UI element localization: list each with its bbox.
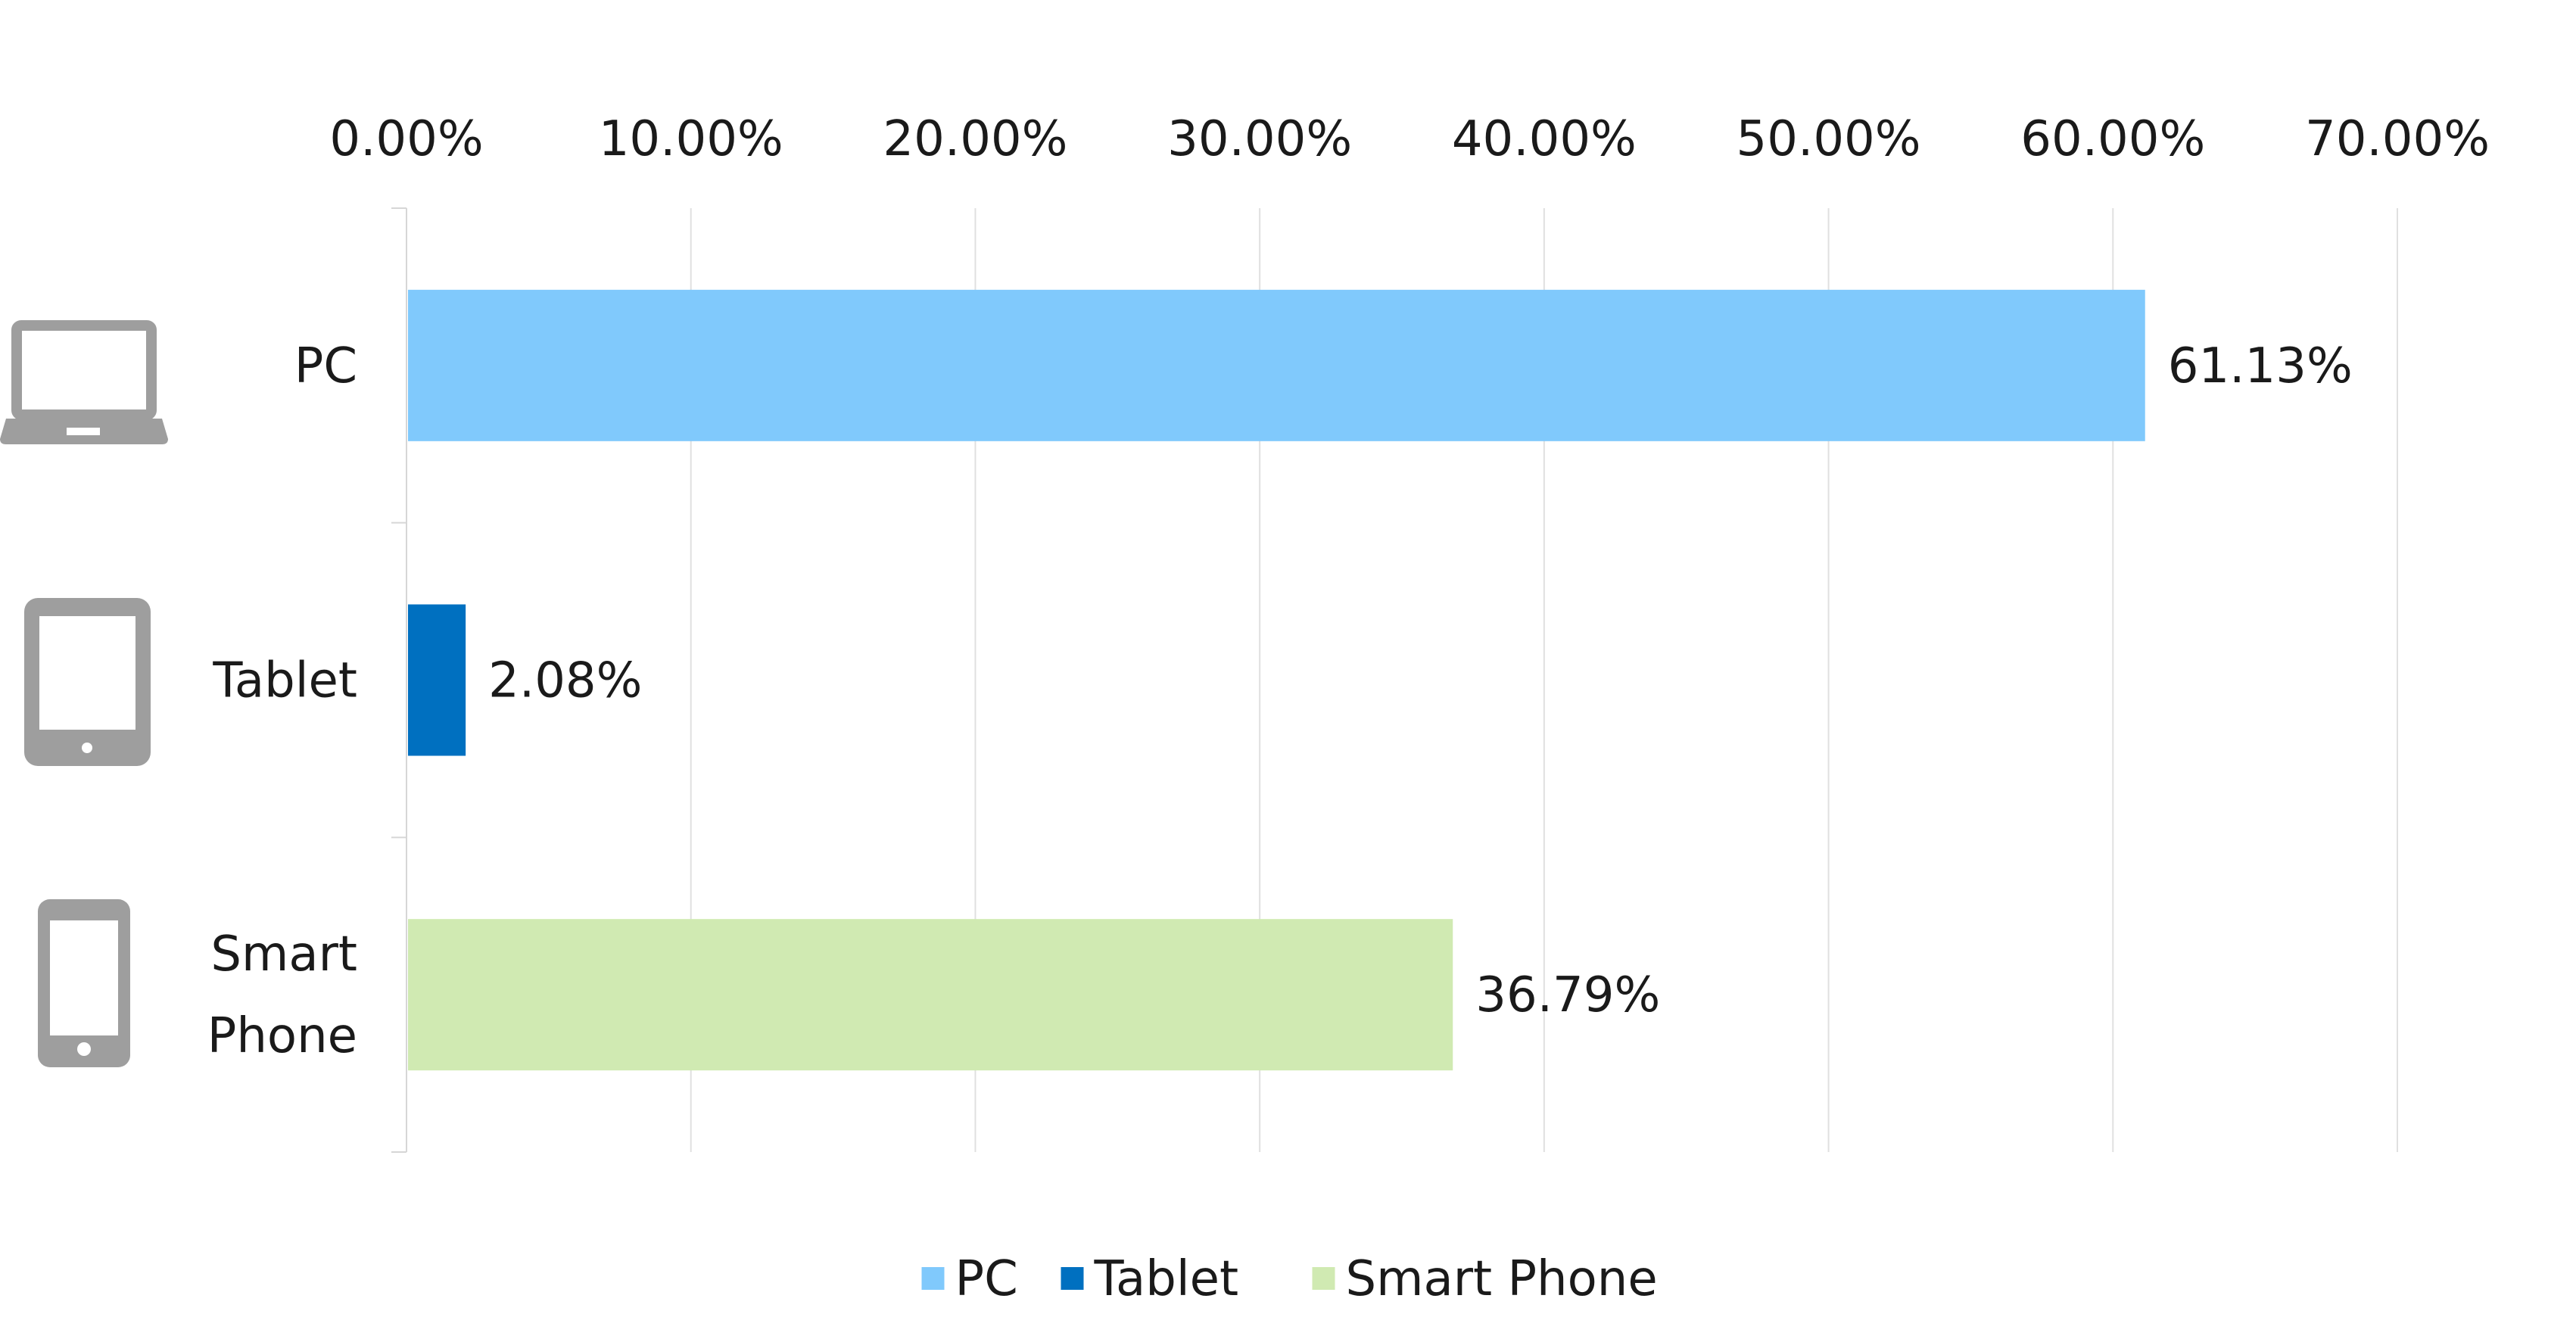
- bars: 61.13% 2.08% 36.79%: [408, 289, 2353, 1071]
- x-tick-label: 10.00%: [599, 111, 783, 167]
- bar-pc: [408, 289, 2145, 441]
- device-icons: [0, 320, 168, 1067]
- category-label: PC: [294, 338, 357, 394]
- legend-label: PC: [955, 1251, 1018, 1307]
- category-label: Tablet: [212, 653, 357, 709]
- x-tick-label: 70.00%: [2305, 111, 2490, 167]
- category-label-line: Phone: [207, 1008, 357, 1064]
- x-tick-label: 30.00%: [1167, 111, 1352, 167]
- legend-item: Smart Phone: [1312, 1251, 1658, 1307]
- x-tick-label: 40.00%: [1452, 111, 1637, 167]
- data-label: 36.79%: [1475, 967, 1660, 1023]
- data-label: 2.08%: [488, 653, 642, 709]
- bar-tablet: [408, 604, 466, 756]
- legend-swatch: [1312, 1267, 1335, 1290]
- legend-label: Smart Phone: [1346, 1251, 1658, 1307]
- x-tick-label: 20.00%: [883, 111, 1067, 167]
- x-tick-label: 60.00%: [2020, 111, 2205, 167]
- legend: PC Tablet Smart Phone: [921, 1251, 1658, 1307]
- legend-label: Tablet: [1094, 1251, 1239, 1307]
- legend-swatch: [921, 1267, 945, 1290]
- legend-item: PC: [921, 1251, 1018, 1307]
- category-label-line: Smart: [210, 926, 357, 982]
- x-axis-ticks: 0.00% 10.00% 20.00% 30.00% 40.00% 50.00% 60.00…: [329, 111, 2490, 167]
- legend-item: Tablet: [1061, 1251, 1239, 1307]
- category-label-line: Tablet: [212, 653, 357, 709]
- x-tick-label: 0.00%: [329, 111, 483, 167]
- laptop-icon: [0, 320, 168, 444]
- legend-swatch: [1061, 1267, 1084, 1290]
- x-tick-label: 50.00%: [1737, 111, 1921, 167]
- tablet-icon: [24, 598, 151, 766]
- data-label: 61.13%: [2168, 338, 2353, 394]
- category-label-line: PC: [294, 338, 357, 394]
- bar-smart-phone: [408, 919, 1453, 1071]
- smartphone-icon: [38, 899, 130, 1067]
